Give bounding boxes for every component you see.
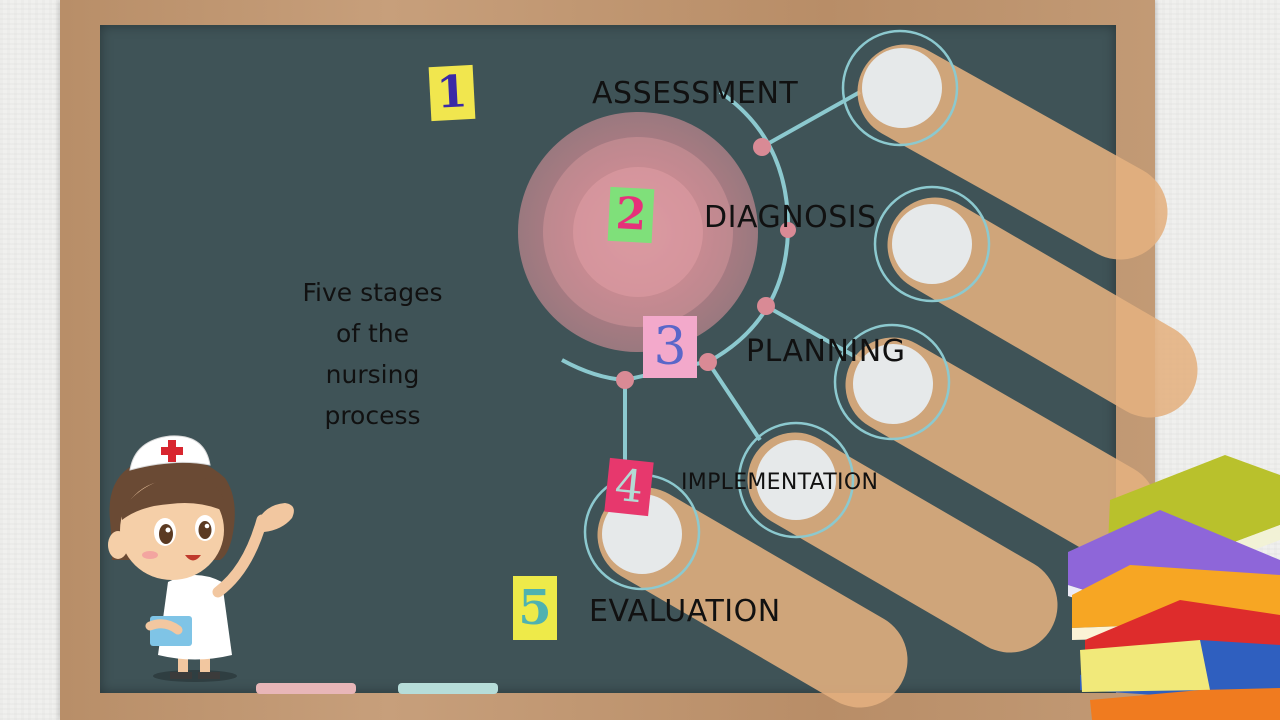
stage-bars [597, 44, 1198, 708]
stage-button-implementation[interactable] [756, 440, 836, 520]
stage-label-diagnosis: DIAGNOSIS [704, 200, 877, 235]
intro-line: nursing [325, 360, 420, 389]
stage-number-5: 5 [513, 576, 557, 640]
stage-label-implementation: IMPLEMENTATION [681, 470, 879, 495]
stage-button-planning[interactable] [853, 344, 933, 424]
chalk-pink [256, 683, 356, 694]
connector-nodes [616, 138, 796, 389]
intro-line: of the [335, 319, 410, 348]
stage-number-4: 4 [604, 457, 654, 517]
stage-number-3: 3 [643, 316, 697, 378]
stage-number-1: 1 [428, 64, 476, 122]
nurse-illustration [108, 435, 294, 682]
intro-line: Five stages [302, 278, 443, 307]
book-stack-illustration [1068, 455, 1280, 720]
stage-label-assessment: ASSESSMENT [592, 76, 799, 111]
stage-number-2: 2 [607, 186, 655, 244]
stage-button-diagnosis[interactable] [892, 204, 972, 284]
stage-button-evaluation[interactable] [602, 494, 682, 574]
stage-button-assessment[interactable] [862, 48, 942, 128]
stage-label-evaluation: EVALUATION [589, 594, 781, 629]
intro-line: process [324, 401, 421, 430]
stage-label-planning: PLANNING [746, 334, 906, 369]
chalk-mint [398, 683, 498, 694]
intro-text: Five stages of the nursing process [270, 272, 475, 436]
